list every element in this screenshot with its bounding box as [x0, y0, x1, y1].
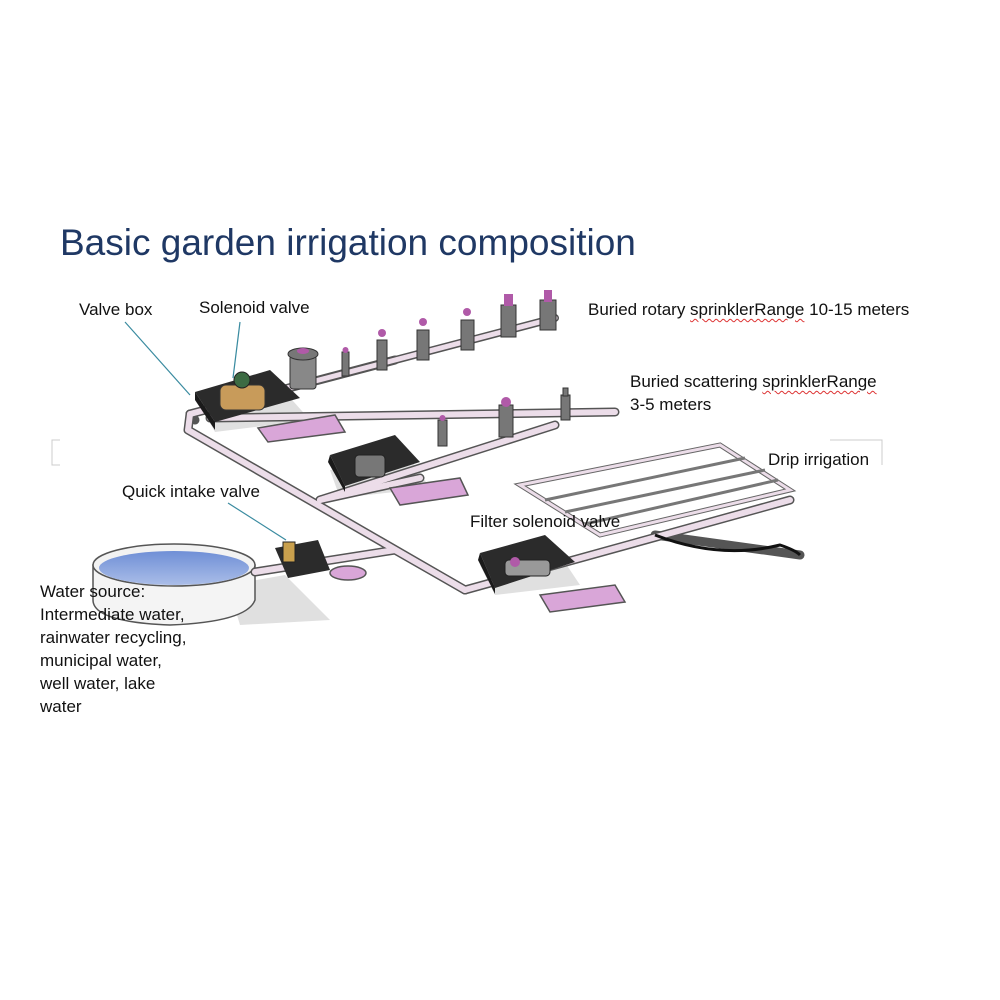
water-source-line: well water, lake — [40, 674, 156, 693]
label-filter-solenoid-valve: Filter solenoid valve — [470, 512, 621, 531]
water-surface — [99, 551, 249, 585]
rotary-prefix: Buried rotary — [588, 300, 691, 319]
label-drip-irrigation: Drip irrigation — [768, 450, 870, 469]
scattering-sprinklers — [437, 387, 571, 447]
ground-shadows — [200, 392, 580, 625]
scatter-line2: 3-5 meters — [630, 395, 712, 414]
label-rotary-sprinkler: Buried rotary sprinklerRange 10-15 meter… — [588, 298, 909, 321]
label-valve-box: Valve box — [79, 300, 153, 319]
water-source-line: Water source: — [40, 582, 146, 601]
scatter-prefix: Buried scattering — [630, 372, 763, 391]
valve-box-filter — [478, 535, 575, 594]
page-title: Basic garden irrigation composition — [60, 222, 636, 263]
rotary-suffix: 10-15 meters — [804, 300, 910, 319]
valve-box-lids — [256, 414, 627, 613]
quick-intake-box — [275, 540, 330, 578]
water-source-line: Intermediate water, — [40, 605, 185, 624]
water-source-line: rainwater recycling, — [40, 628, 187, 647]
scatter-word: sprinklerRange — [762, 372, 877, 391]
leader-lines — [124, 321, 287, 541]
water-tank — [92, 543, 256, 626]
frame-marks — [51, 439, 883, 466]
rotary-head-large — [287, 347, 319, 390]
rotary-word: sprinklerRange — [690, 300, 805, 319]
valve-box-middle — [328, 435, 420, 492]
water-source-line: municipal water, — [40, 651, 162, 670]
drip-irrigation-grid — [513, 442, 802, 557]
label-quick-intake-valve: Quick intake valve — [122, 482, 260, 501]
rotary-sprinklers — [287, 290, 557, 390]
label-water-source: Water source: Intermediate water, rainwa… — [40, 580, 186, 718]
label-solenoid-valve: Solenoid valve — [199, 298, 310, 317]
label-scattering-sprinkler: Buried scattering sprinklerRange 3-5 met… — [630, 370, 877, 416]
valve-box-main — [195, 370, 300, 430]
water-source-line: water — [40, 697, 82, 716]
